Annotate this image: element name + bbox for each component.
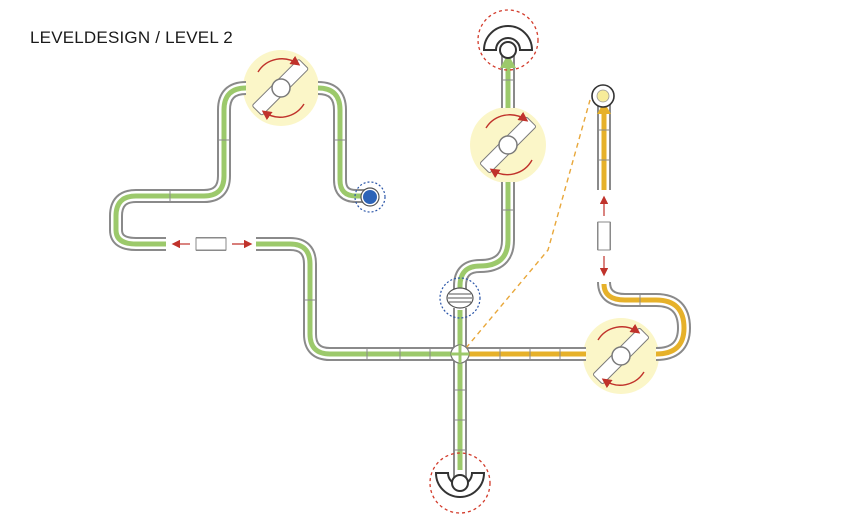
rotator-piece-right[interactable] (593, 323, 650, 389)
track-ticks (169, 79, 641, 451)
yellow-portal[interactable] (591, 84, 615, 108)
teleport-dashed-line (465, 99, 591, 349)
gap-left (171, 237, 253, 251)
rotator-piece-top-center[interactable] (480, 111, 537, 178)
page-title: LEVELDESIGN / LEVEL 2 (30, 28, 233, 47)
green-path (113, 66, 511, 470)
yellow-path (466, 112, 687, 357)
start-ball[interactable] (354, 181, 386, 213)
track-rails (109, 56, 691, 480)
rotator-piece-top-left[interactable] (252, 55, 309, 121)
junction-node (450, 344, 470, 364)
gap-right (597, 195, 611, 277)
green-arrow-up (500, 54, 516, 68)
goal-top[interactable] (477, 9, 539, 71)
yellow-arrow-up (597, 102, 611, 114)
goal-bottom[interactable] (429, 452, 491, 514)
sensor-disc[interactable] (439, 277, 481, 319)
